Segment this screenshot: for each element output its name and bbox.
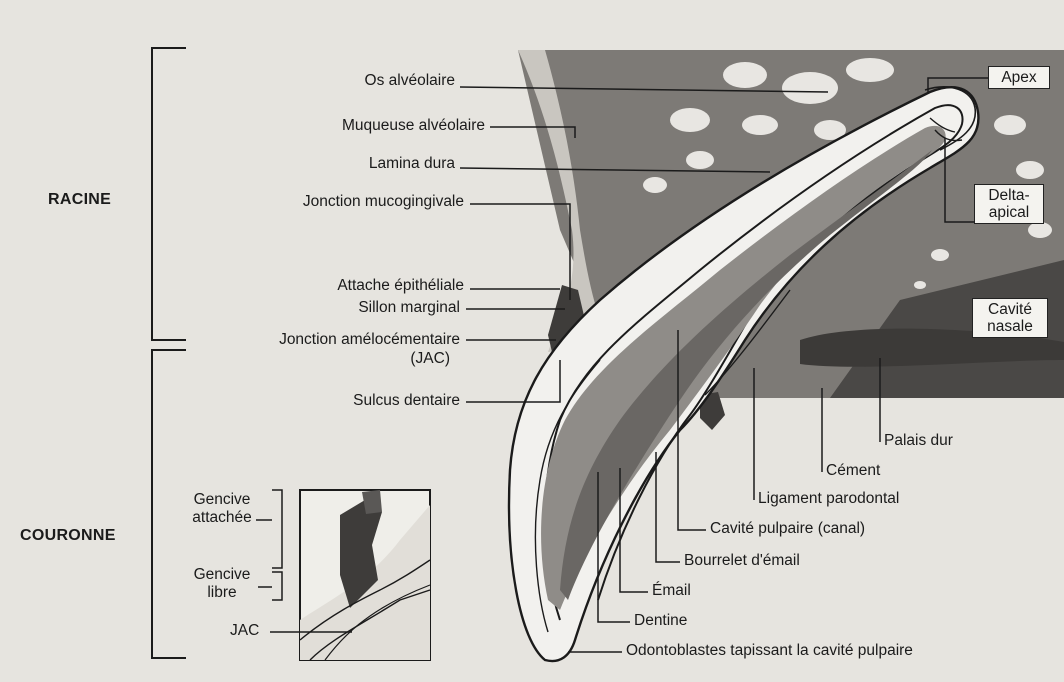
label-gencive-attachee: Gencive attachée [184, 491, 260, 527]
label-cavite-nasale-line2: nasale [979, 318, 1041, 335]
crown-section-label: COURONNE [20, 527, 116, 545]
label-gencive-libre-line1: Gencive [184, 566, 260, 584]
label-cavite-nasale-line1: Cavité [979, 301, 1041, 318]
label-dentine: Dentine [634, 612, 687, 630]
label-lamina-dura: Lamina dura [369, 155, 455, 173]
label-bourrelet-email: Bourrelet d'émail [684, 552, 800, 570]
label-os-alveolaire: Os alvéolaire [365, 72, 455, 90]
label-delta-apical-line2: apical [981, 204, 1037, 221]
label-delta-apical: Delta- apical [974, 184, 1044, 224]
label-attache-epitheliale: Attache épithéliale [337, 277, 464, 295]
label-jonction-mucogingivale: Jonction mucogingivale [303, 193, 464, 211]
label-delta-apical-line1: Delta- [981, 187, 1037, 204]
root-bracket [152, 48, 186, 340]
label-jonction-amelocementaire: Jonction amélocémentaire [279, 331, 460, 349]
label-ligament-parodontal: Ligament parodontal [758, 490, 899, 508]
label-inset-jac: JAC [230, 622, 259, 640]
label-gencive-libre-line2: libre [184, 584, 260, 602]
label-muqueuse-alveolaire: Muqueuse alvéolaire [342, 117, 485, 135]
label-sillon-marginal: Sillon marginal [358, 299, 460, 317]
label-sulcus-dentaire: Sulcus dentaire [353, 392, 460, 410]
label-cement: Cément [826, 462, 880, 480]
root-section-label: RACINE [48, 191, 111, 209]
label-odontoblastes: Odontoblastes tapissant la cavité pulpai… [626, 642, 913, 660]
label-palais-dur: Palais dur [884, 432, 953, 450]
label-cavite-nasale: Cavité nasale [972, 298, 1048, 338]
label-gencive-attachee-line1: Gencive [184, 491, 260, 509]
inset-diagram [300, 490, 430, 660]
crown-bracket [152, 350, 186, 658]
label-email: Émail [652, 582, 691, 600]
label-apex: Apex [988, 66, 1050, 89]
label-gencive-attachee-line2: attachée [184, 509, 260, 527]
label-cavite-pulpaire: Cavité pulpaire (canal) [710, 520, 865, 538]
label-jac-paren: (JAC) [410, 350, 450, 368]
label-gencive-libre: Gencive libre [184, 566, 260, 602]
